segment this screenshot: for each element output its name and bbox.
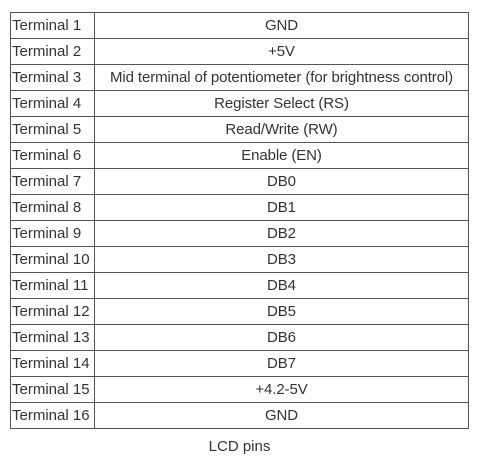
terminal-cell: Terminal 5 <box>10 116 95 143</box>
description-cell: GND <box>94 12 469 39</box>
terminal-cell: Terminal 15 <box>10 376 95 403</box>
lcd-pins-table: Terminal 1 GND Terminal 2 +5V Terminal 3… <box>10 12 469 429</box>
table-row: Terminal 3 Mid terminal of potentiometer… <box>10 64 469 91</box>
terminal-cell: Terminal 14 <box>10 350 95 377</box>
terminal-cell: Terminal 6 <box>10 142 95 169</box>
terminal-cell: Terminal 11 <box>10 272 95 299</box>
table-row: Terminal 10 DB3 <box>10 246 469 273</box>
terminal-cell: Terminal 8 <box>10 194 95 221</box>
terminal-cell: Terminal 1 <box>10 12 95 39</box>
description-cell: Register Select (RS) <box>94 90 469 117</box>
terminal-cell: Terminal 10 <box>10 246 95 273</box>
table-row: Terminal 9 DB2 <box>10 220 469 247</box>
table-row: Terminal 14 DB7 <box>10 350 469 377</box>
table-row: Terminal 5 Read/Write (RW) <box>10 116 469 143</box>
table-row: Terminal 8 DB1 <box>10 194 469 221</box>
table-row: Terminal 13 DB6 <box>10 324 469 351</box>
description-cell: +4.2-5V <box>94 376 469 403</box>
description-cell: DB1 <box>94 194 469 221</box>
table-row: Terminal 4 Register Select (RS) <box>10 90 469 117</box>
terminal-cell: Terminal 16 <box>10 402 95 429</box>
table-caption: LCD pins <box>208 438 271 455</box>
description-cell: Enable (EN) <box>94 142 469 169</box>
terminal-cell: Terminal 7 <box>10 168 95 195</box>
description-cell: DB3 <box>94 246 469 273</box>
table-row: Terminal 16 GND <box>10 402 469 429</box>
description-cell: Mid terminal of potentiometer (for brigh… <box>94 64 469 91</box>
terminal-cell: Terminal 12 <box>10 298 95 325</box>
description-cell: DB0 <box>94 168 469 195</box>
description-cell: DB5 <box>94 298 469 325</box>
lcd-pins-figure: Terminal 1 GND Terminal 2 +5V Terminal 3… <box>10 12 470 455</box>
description-cell: GND <box>94 402 469 429</box>
table-row: Terminal 2 +5V <box>10 38 469 65</box>
table-row: Terminal 7 DB0 <box>10 168 469 195</box>
table-row: Terminal 12 DB5 <box>10 298 469 325</box>
terminal-cell: Terminal 2 <box>10 38 95 65</box>
description-cell: Read/Write (RW) <box>94 116 469 143</box>
description-cell: DB4 <box>94 272 469 299</box>
table-row: Terminal 6 Enable (EN) <box>10 142 469 169</box>
description-cell: DB6 <box>94 324 469 351</box>
table-row: Terminal 1 GND <box>10 12 469 39</box>
terminal-cell: Terminal 13 <box>10 324 95 351</box>
terminal-cell: Terminal 9 <box>10 220 95 247</box>
description-cell: +5V <box>94 38 469 65</box>
table-row: Terminal 15 +4.2-5V <box>10 376 469 403</box>
description-cell: DB7 <box>94 350 469 377</box>
description-cell: DB2 <box>94 220 469 247</box>
terminal-cell: Terminal 4 <box>10 90 95 117</box>
terminal-cell: Terminal 3 <box>10 64 95 91</box>
table-row: Terminal 11 DB4 <box>10 272 469 299</box>
table-body: Terminal 1 GND Terminal 2 +5V Terminal 3… <box>10 12 469 429</box>
